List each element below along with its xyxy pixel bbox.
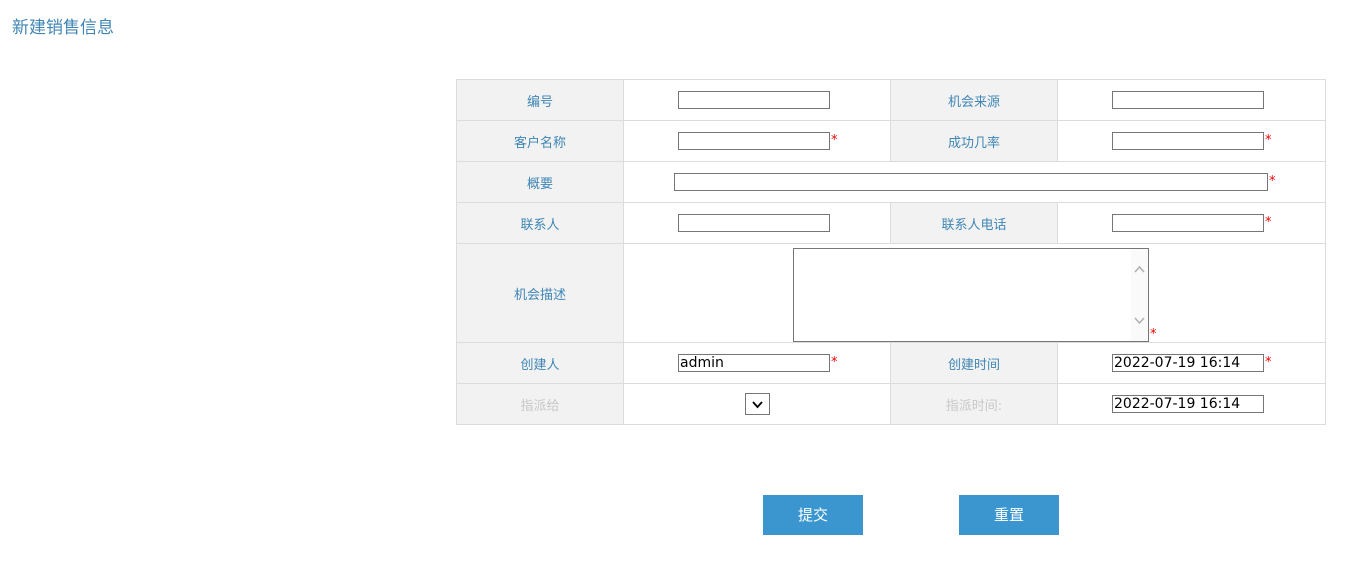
form-row-customer: 客户名称 * 成功几率 * xyxy=(456,120,1326,162)
source-input[interactable] xyxy=(1112,91,1264,109)
customer-name-label: 客户名称 xyxy=(456,120,624,162)
required-mark: * xyxy=(1265,214,1272,230)
create-time-input[interactable] xyxy=(1112,354,1264,372)
chevron-down-icon xyxy=(752,401,763,409)
assign-to-label: 指派给 xyxy=(456,383,624,425)
form-row-description: 机会描述 * xyxy=(456,243,1326,343)
textarea-scrollbar[interactable] xyxy=(1131,249,1148,341)
contact-phone-input[interactable] xyxy=(1112,214,1264,232)
assign-to-select[interactable] xyxy=(745,393,770,415)
page-title: 新建销售信息 xyxy=(12,18,114,38)
create-time-label: 创建时间 xyxy=(890,342,1058,384)
assign-time-input[interactable] xyxy=(1112,395,1264,413)
success-rate-input[interactable] xyxy=(1112,132,1264,150)
required-mark: * xyxy=(1269,173,1276,189)
scroll-up-icon[interactable] xyxy=(1134,265,1145,273)
sales-form: 编号 机会来源 客户名称 * 成功几率 * 概要 * 联系人 xyxy=(456,79,1326,425)
required-mark: * xyxy=(831,354,838,370)
required-mark: * xyxy=(1150,327,1157,342)
contact-label: 联系人 xyxy=(456,202,624,244)
description-textarea[interactable] xyxy=(793,248,1149,342)
summary-input[interactable] xyxy=(674,173,1268,191)
form-row-assign: 指派给 指派时间: xyxy=(456,383,1326,425)
summary-label: 概要 xyxy=(456,161,624,203)
id-input[interactable] xyxy=(678,91,830,109)
contact-input[interactable] xyxy=(678,214,830,232)
assign-time-label: 指派时间: xyxy=(890,383,1058,425)
required-mark: * xyxy=(831,132,838,148)
form-row-creator: 创建人 * 创建时间 * xyxy=(456,342,1326,384)
required-mark: * xyxy=(1265,354,1272,370)
customer-name-input[interactable] xyxy=(678,132,830,150)
reset-button[interactable]: 重置 xyxy=(959,495,1059,535)
creator-label: 创建人 xyxy=(456,342,624,384)
contact-phone-label: 联系人电话 xyxy=(890,202,1058,244)
form-row-summary: 概要 * xyxy=(456,161,1326,203)
form-row-contact: 联系人 联系人电话 * xyxy=(456,202,1326,244)
source-label: 机会来源 xyxy=(890,79,1058,121)
scroll-down-icon[interactable] xyxy=(1134,317,1145,325)
description-label: 机会描述 xyxy=(456,243,624,343)
required-mark: * xyxy=(1265,132,1272,148)
success-rate-label: 成功几率 xyxy=(890,120,1058,162)
id-label: 编号 xyxy=(456,79,624,121)
submit-button[interactable]: 提交 xyxy=(763,495,863,535)
creator-input[interactable] xyxy=(678,354,830,372)
form-row-id: 编号 机会来源 xyxy=(456,79,1326,121)
